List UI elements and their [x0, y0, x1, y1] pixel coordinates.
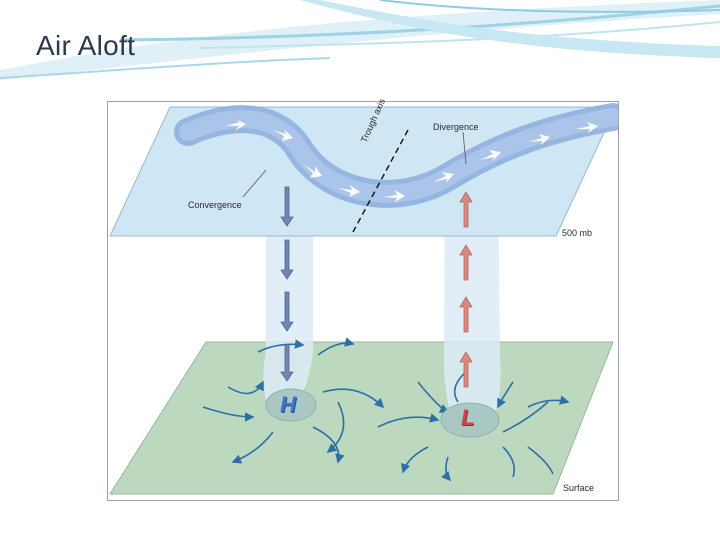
upper-level-label: 500 mb	[562, 228, 592, 238]
slide-title: Air Aloft	[36, 30, 135, 62]
low-pressure-symbol: L	[461, 405, 474, 431]
diagram-canvas	[108, 102, 618, 500]
convergence-label: Convergence	[188, 200, 242, 210]
surface-plane	[110, 342, 613, 494]
surface-label: Surface	[563, 483, 594, 493]
divergence-label: Divergence	[433, 122, 479, 132]
high-pressure-symbol: H	[280, 392, 296, 418]
convergence-divergence-diagram: Convergence Divergence Trough axis 500 m…	[107, 101, 619, 501]
